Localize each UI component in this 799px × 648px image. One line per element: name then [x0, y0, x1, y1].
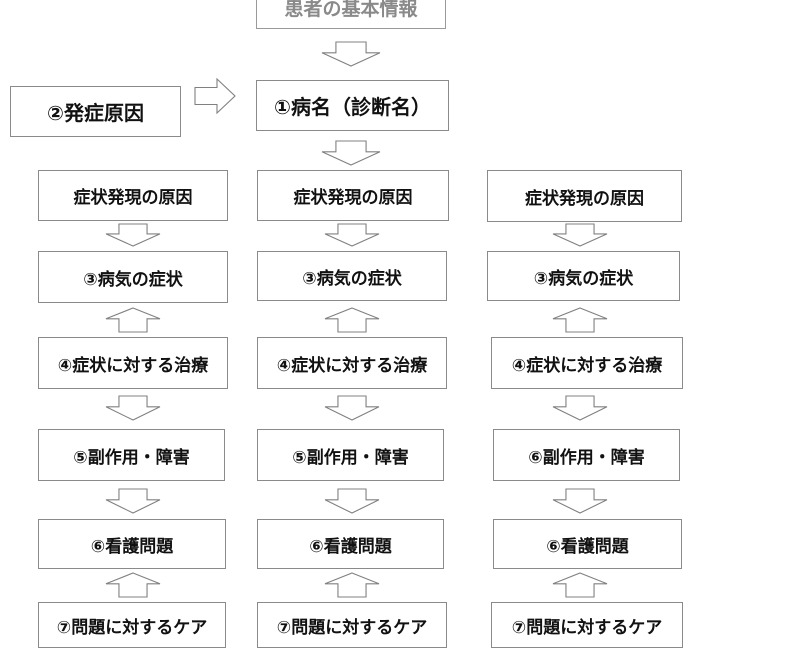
col3-cause-label: 症状発現の原因 — [525, 188, 644, 209]
col3-symptom-box: ③病気の症状 — [487, 251, 680, 301]
onset-cause-label: ②発症原因 — [47, 101, 144, 125]
col3-care-label: ⑦問題に対するケア — [511, 617, 663, 638]
col2-nursing-problem-label: ⑥看護問題 — [309, 536, 392, 557]
col1-down-arrow-icon — [105, 395, 161, 421]
col3-down-arrow-icon — [552, 395, 608, 421]
patient-basic-info-box: 患者の基本情報 — [256, 0, 446, 29]
col2-up-arrow-icon — [324, 307, 380, 333]
col2-symptom-box: ③病気の症状 — [257, 251, 447, 301]
col3-nursing-problem-box: ⑥看護問題 — [493, 519, 682, 569]
col2-down-arrow-icon — [324, 223, 380, 247]
col2-treatment-box: ④症状に対する治療 — [257, 337, 447, 389]
diagnosis-box: ①病名（診断名） — [256, 80, 449, 131]
col1-treatment-label: ④症状に対する治療 — [57, 355, 209, 376]
col2-nursing-problem-box: ⑥看護問題 — [257, 519, 444, 569]
col3-side-effect-label: ⑥副作用・障害 — [528, 447, 645, 468]
col1-side-effect-box: ⑤副作用・障害 — [38, 429, 225, 481]
col3-treatment-box: ④症状に対する治療 — [491, 337, 683, 389]
down-arrow-icon — [321, 140, 381, 166]
down-arrow-icon — [321, 41, 381, 67]
right-arrow-icon — [194, 77, 236, 115]
col1-treatment-box: ④症状に対する治療 — [38, 337, 228, 389]
col1-care-box: ⑦問題に対するケア — [38, 602, 226, 648]
col3-care-box: ⑦問題に対するケア — [491, 602, 683, 648]
col1-care-label: ⑦問題に対するケア — [56, 617, 208, 638]
col1-up-arrow-icon — [105, 307, 161, 333]
col1-cause-box: 症状発現の原因 — [38, 170, 228, 221]
col3-up-arrow-icon — [552, 307, 608, 333]
col2-care-box: ⑦問題に対するケア — [257, 602, 447, 648]
col2-side-effect-label: ⑤副作用・障害 — [292, 447, 409, 468]
col2-cause-label: 症状発現の原因 — [293, 188, 413, 208]
col2-down-arrow-icon — [324, 488, 380, 514]
onset-cause-box: ②発症原因 — [10, 86, 181, 137]
patient-basic-info-label: 患者の基本情報 — [284, 0, 418, 20]
diagnosis-label: ①病名（診断名） — [274, 95, 431, 119]
col3-treatment-label: ④症状に対する治療 — [511, 355, 663, 376]
col3-down-arrow-icon — [552, 223, 608, 247]
col2-side-effect-box: ⑤副作用・障害 — [257, 429, 444, 481]
col2-symptom-label: ③病気の症状 — [302, 268, 402, 289]
col3-side-effect-box: ⑥副作用・障害 — [493, 429, 680, 481]
col3-down-arrow-icon — [552, 488, 608, 514]
col3-symptom-label: ③病気の症状 — [533, 268, 634, 289]
col2-care-label: ⑦問題に対するケア — [276, 617, 428, 638]
col1-nursing-problem-label: ⑥看護問題 — [90, 536, 174, 557]
col3-cause-box: 症状発現の原因 — [487, 170, 682, 222]
col2-up-arrow-icon — [324, 572, 380, 598]
col2-treatment-label: ④症状に対する治療 — [276, 355, 428, 376]
col2-down-arrow-icon — [324, 395, 380, 421]
col2-cause-box: 症状発現の原因 — [257, 170, 449, 221]
col1-nursing-problem-box: ⑥看護問題 — [38, 519, 226, 569]
col3-nursing-problem-label: ⑥看護問題 — [546, 536, 629, 557]
col1-down-arrow-icon — [105, 488, 161, 514]
col3-up-arrow-icon — [552, 572, 608, 598]
col1-side-effect-label: ⑤副作用・障害 — [73, 447, 190, 468]
col1-symptom-label: ③病気の症状 — [83, 269, 183, 290]
col1-down-arrow-icon — [105, 223, 161, 247]
col1-symptom-box: ③病気の症状 — [38, 251, 228, 303]
col1-cause-label: 症状発現の原因 — [73, 188, 193, 208]
col1-up-arrow-icon — [105, 572, 161, 598]
